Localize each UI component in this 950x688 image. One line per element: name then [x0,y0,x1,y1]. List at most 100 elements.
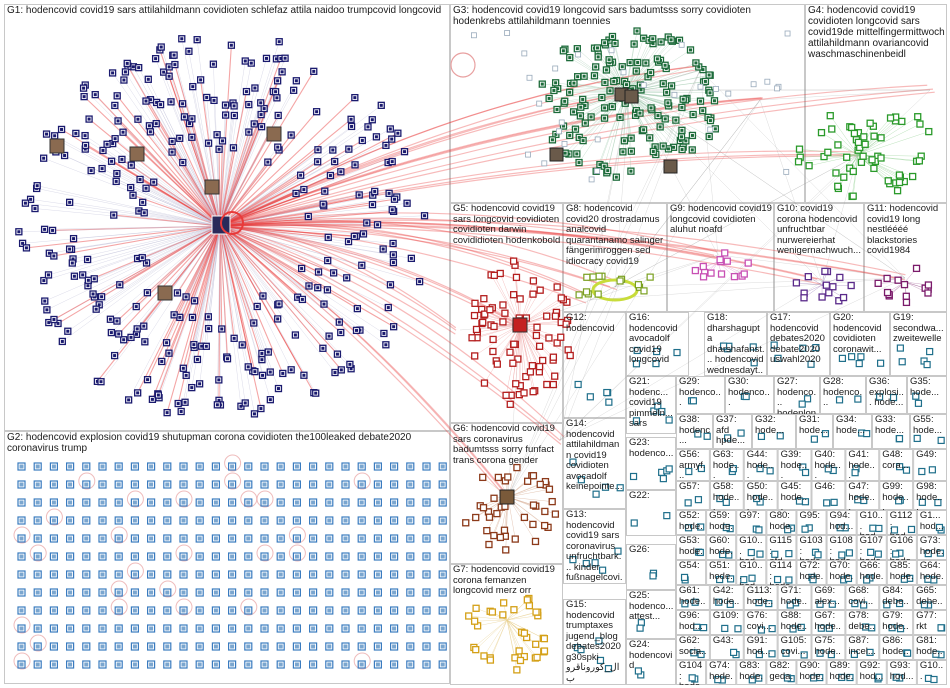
node-fill-g1 [316,160,320,164]
node-fill-g2 [424,554,429,559]
edge-g1 [219,189,305,227]
node-fill-g1 [63,153,67,157]
group-label-g43: G43: [712,635,734,646]
node-fill-g2 [165,500,170,505]
node-fill-g2 [424,500,429,505]
edge-g4 [857,154,920,162]
node-fill-g1 [42,279,46,283]
node-fill-g2 [68,590,73,595]
node-fill-g1 [261,373,265,377]
group-label-g24: G24: hodencovid [629,639,673,671]
node-fill-g2 [262,482,267,487]
node-fill-g2 [132,554,137,559]
node-fill-g2 [84,482,89,487]
group-cell-g104: G104: hode... [676,660,706,685]
node-fill-g1 [105,142,109,146]
group-label-g41: G41: hode... [848,449,875,481]
edge-g3 [595,91,627,172]
node-fill-g1 [165,341,169,345]
edge-g1 [219,114,262,227]
edge-g1 [123,225,221,340]
node-fill-g2 [51,572,56,577]
edge-g1 [87,225,221,286]
node-fill-g1 [321,202,325,206]
group-box-g83 [736,660,767,685]
node-fill-g2 [343,590,348,595]
node-fill-g1 [111,71,115,75]
group-box-g30 [725,376,774,414]
node-fill-g1 [134,332,138,336]
node-fill-g1 [144,99,148,103]
group-label-g33: G33: hode... [875,414,905,436]
node-fill-g1 [405,201,409,205]
group-box-g95 [796,510,827,535]
node-fill-g1 [60,339,64,343]
group-cell-g106: G106: hode... [887,535,917,560]
node-fill-g2 [165,590,170,595]
group-box-g1 [4,4,450,431]
group-cell-g98: G98: hode... [913,481,947,510]
group-box-g51 [706,560,737,585]
node-fill-g1 [206,315,210,319]
node-fill-g2 [294,518,299,523]
node-fill-g2 [408,572,413,577]
group-label-g27: G27: hodenco... hodenlon... [777,376,817,414]
edge-g4 [831,128,859,156]
group-box-g62 [676,635,710,660]
edge-g1 [219,119,373,227]
group-cell-g52: G52: hode... [676,510,706,535]
group-box-g100 [736,535,767,560]
edge-g5 [484,324,521,384]
group-cell-g17: G17: hodencovid debates2020 debate2020 u… [767,312,830,376]
group-label-g83: G83: hode... [739,660,763,685]
group-label-g69: G69: alex... [814,585,840,607]
node-fill-g2 [100,572,105,577]
group-box-g78 [845,610,880,635]
node-fill-g2 [343,464,348,469]
group-label-g1: G1: hodencovid covid19 sars attilahildma… [7,5,442,16]
avatar-node-g1 [129,146,145,162]
node-fill-g2 [100,482,105,487]
node-fill-g2 [19,590,24,595]
group-box-g108 [826,535,857,560]
node-fill-g2 [116,464,121,469]
edge-g5 [474,324,521,357]
group-label-g100: G10... hod... [739,535,763,560]
group-cell-g50: G50: hode... [744,481,778,510]
node-fill-g1 [331,148,335,152]
node-fill-g1 [100,295,104,299]
group-cell-g62: G62: socia... [676,635,710,660]
edge-g1 [219,225,338,355]
edge-g7 [506,615,538,621]
edge-g1 [219,225,358,310]
group-box-g66 [856,560,887,585]
node-fill-g2 [359,536,364,541]
node-fill-g2 [35,536,40,541]
edge-g1 [112,72,221,227]
group-box-g43 [709,635,744,660]
group-label-g113: G113: hode... [746,585,774,610]
group-box-g74 [706,660,737,685]
group-cell-g29: G29: hodenco... [676,376,725,414]
node-fill-g1 [148,98,152,102]
edge-cross-group [219,219,620,283]
node-fill-g2 [246,554,251,559]
node-fill-g2 [116,536,121,541]
group-cell-g7: G7: hodencovid covid19 corona femanzen l… [450,564,563,685]
edge-g1 [219,91,276,227]
node-fill-g1 [276,387,280,391]
group-label-g36: G36: explosi... hode... [869,376,904,408]
node-fill-g1 [403,150,407,154]
node-fill-g2 [84,464,89,469]
group-label-g55: G55: hode... [913,414,943,436]
group-label-g9: G9: hodencovid covid19 longcovid covidio… [670,203,772,235]
node-fill-g2 [213,590,218,595]
group-label-g12: G12: hodencovid [566,312,615,334]
edge-g1 [219,225,271,373]
group-cell-g30: G30: hodenco... [725,376,774,414]
node-fill-g1 [337,320,341,324]
node-fill-g1 [172,53,176,57]
node-fill-g2 [213,554,218,559]
group-cell-g68: G68: covi... [845,585,879,610]
node-fill-g1 [192,343,196,347]
